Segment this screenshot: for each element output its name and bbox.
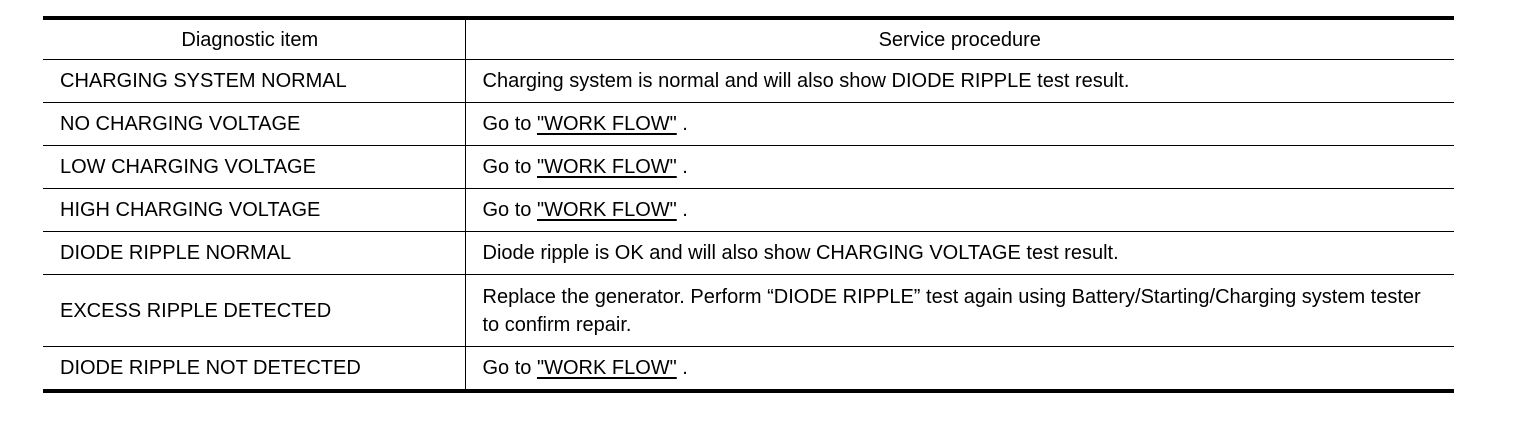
table-row: NO CHARGING VOLTAGE Go to "WORK FLOW" .	[43, 102, 1454, 146]
table-row: LOW CHARGING VOLTAGE Go to "WORK FLOW" .	[43, 145, 1454, 189]
period-text: .	[676, 113, 688, 135]
diagnostic-item-cell: EXCESS RIPPLE DETECTED	[43, 274, 466, 347]
diagnostic-table: Diagnostic item Service procedure CHARGI…	[43, 16, 1454, 393]
table-header-row: Diagnostic item Service procedure	[43, 18, 1454, 60]
work-flow-link[interactable]: "WORK FLOW"	[536, 113, 677, 135]
work-flow-link[interactable]: "WORK FLOW"	[536, 199, 677, 221]
diagnostic-item-cell: LOW CHARGING VOLTAGE	[43, 145, 466, 189]
period-text: .	[676, 357, 688, 379]
service-procedure-cell: Go to "WORK FLOW" .	[465, 145, 1454, 189]
table-row: DIODE RIPPLE NORMAL Diode ripple is OK a…	[43, 231, 1454, 275]
go-to-text: Go to	[482, 199, 537, 221]
go-to-text: Go to	[482, 156, 537, 178]
service-procedure-cell: Diode ripple is OK and will also show CH…	[465, 231, 1454, 275]
diagnostic-item-cell: CHARGING SYSTEM NORMAL	[43, 59, 466, 103]
service-procedure-cell: Go to "WORK FLOW" .	[465, 188, 1454, 232]
diagnostic-item-cell: HIGH CHARGING VOLTAGE	[43, 188, 466, 232]
work-flow-link[interactable]: "WORK FLOW"	[536, 357, 677, 379]
table-row: EXCESS RIPPLE DETECTED Replace the gener…	[43, 274, 1454, 347]
header-service-procedure: Service procedure	[465, 18, 1454, 60]
table-row: CHARGING SYSTEM NORMAL Charging system i…	[43, 59, 1454, 103]
service-procedure-cell: Go to "WORK FLOW" .	[465, 347, 1454, 392]
service-procedure-cell: Replace the generator. Perform “DIODE RI…	[465, 274, 1454, 347]
table-row: HIGH CHARGING VOLTAGE Go to "WORK FLOW" …	[43, 188, 1454, 232]
go-to-text: Go to	[482, 357, 537, 379]
period-text: .	[676, 156, 688, 178]
diagnostic-item-cell: NO CHARGING VOLTAGE	[43, 102, 466, 146]
work-flow-link[interactable]: "WORK FLOW"	[536, 156, 677, 178]
go-to-text: Go to	[482, 113, 537, 135]
header-diagnostic-item: Diagnostic item	[43, 18, 466, 60]
service-procedure-cell: Charging system is normal and will also …	[465, 59, 1454, 103]
period-text: .	[676, 199, 688, 221]
diagnostic-item-cell: DIODE RIPPLE NOT DETECTED	[43, 346, 466, 391]
diagnostic-item-cell: DIODE RIPPLE NORMAL	[43, 231, 466, 275]
table-row: DIODE RIPPLE NOT DETECTED Go to "WORK FL…	[43, 346, 1454, 392]
service-procedure-cell: Go to "WORK FLOW" .	[465, 102, 1454, 146]
